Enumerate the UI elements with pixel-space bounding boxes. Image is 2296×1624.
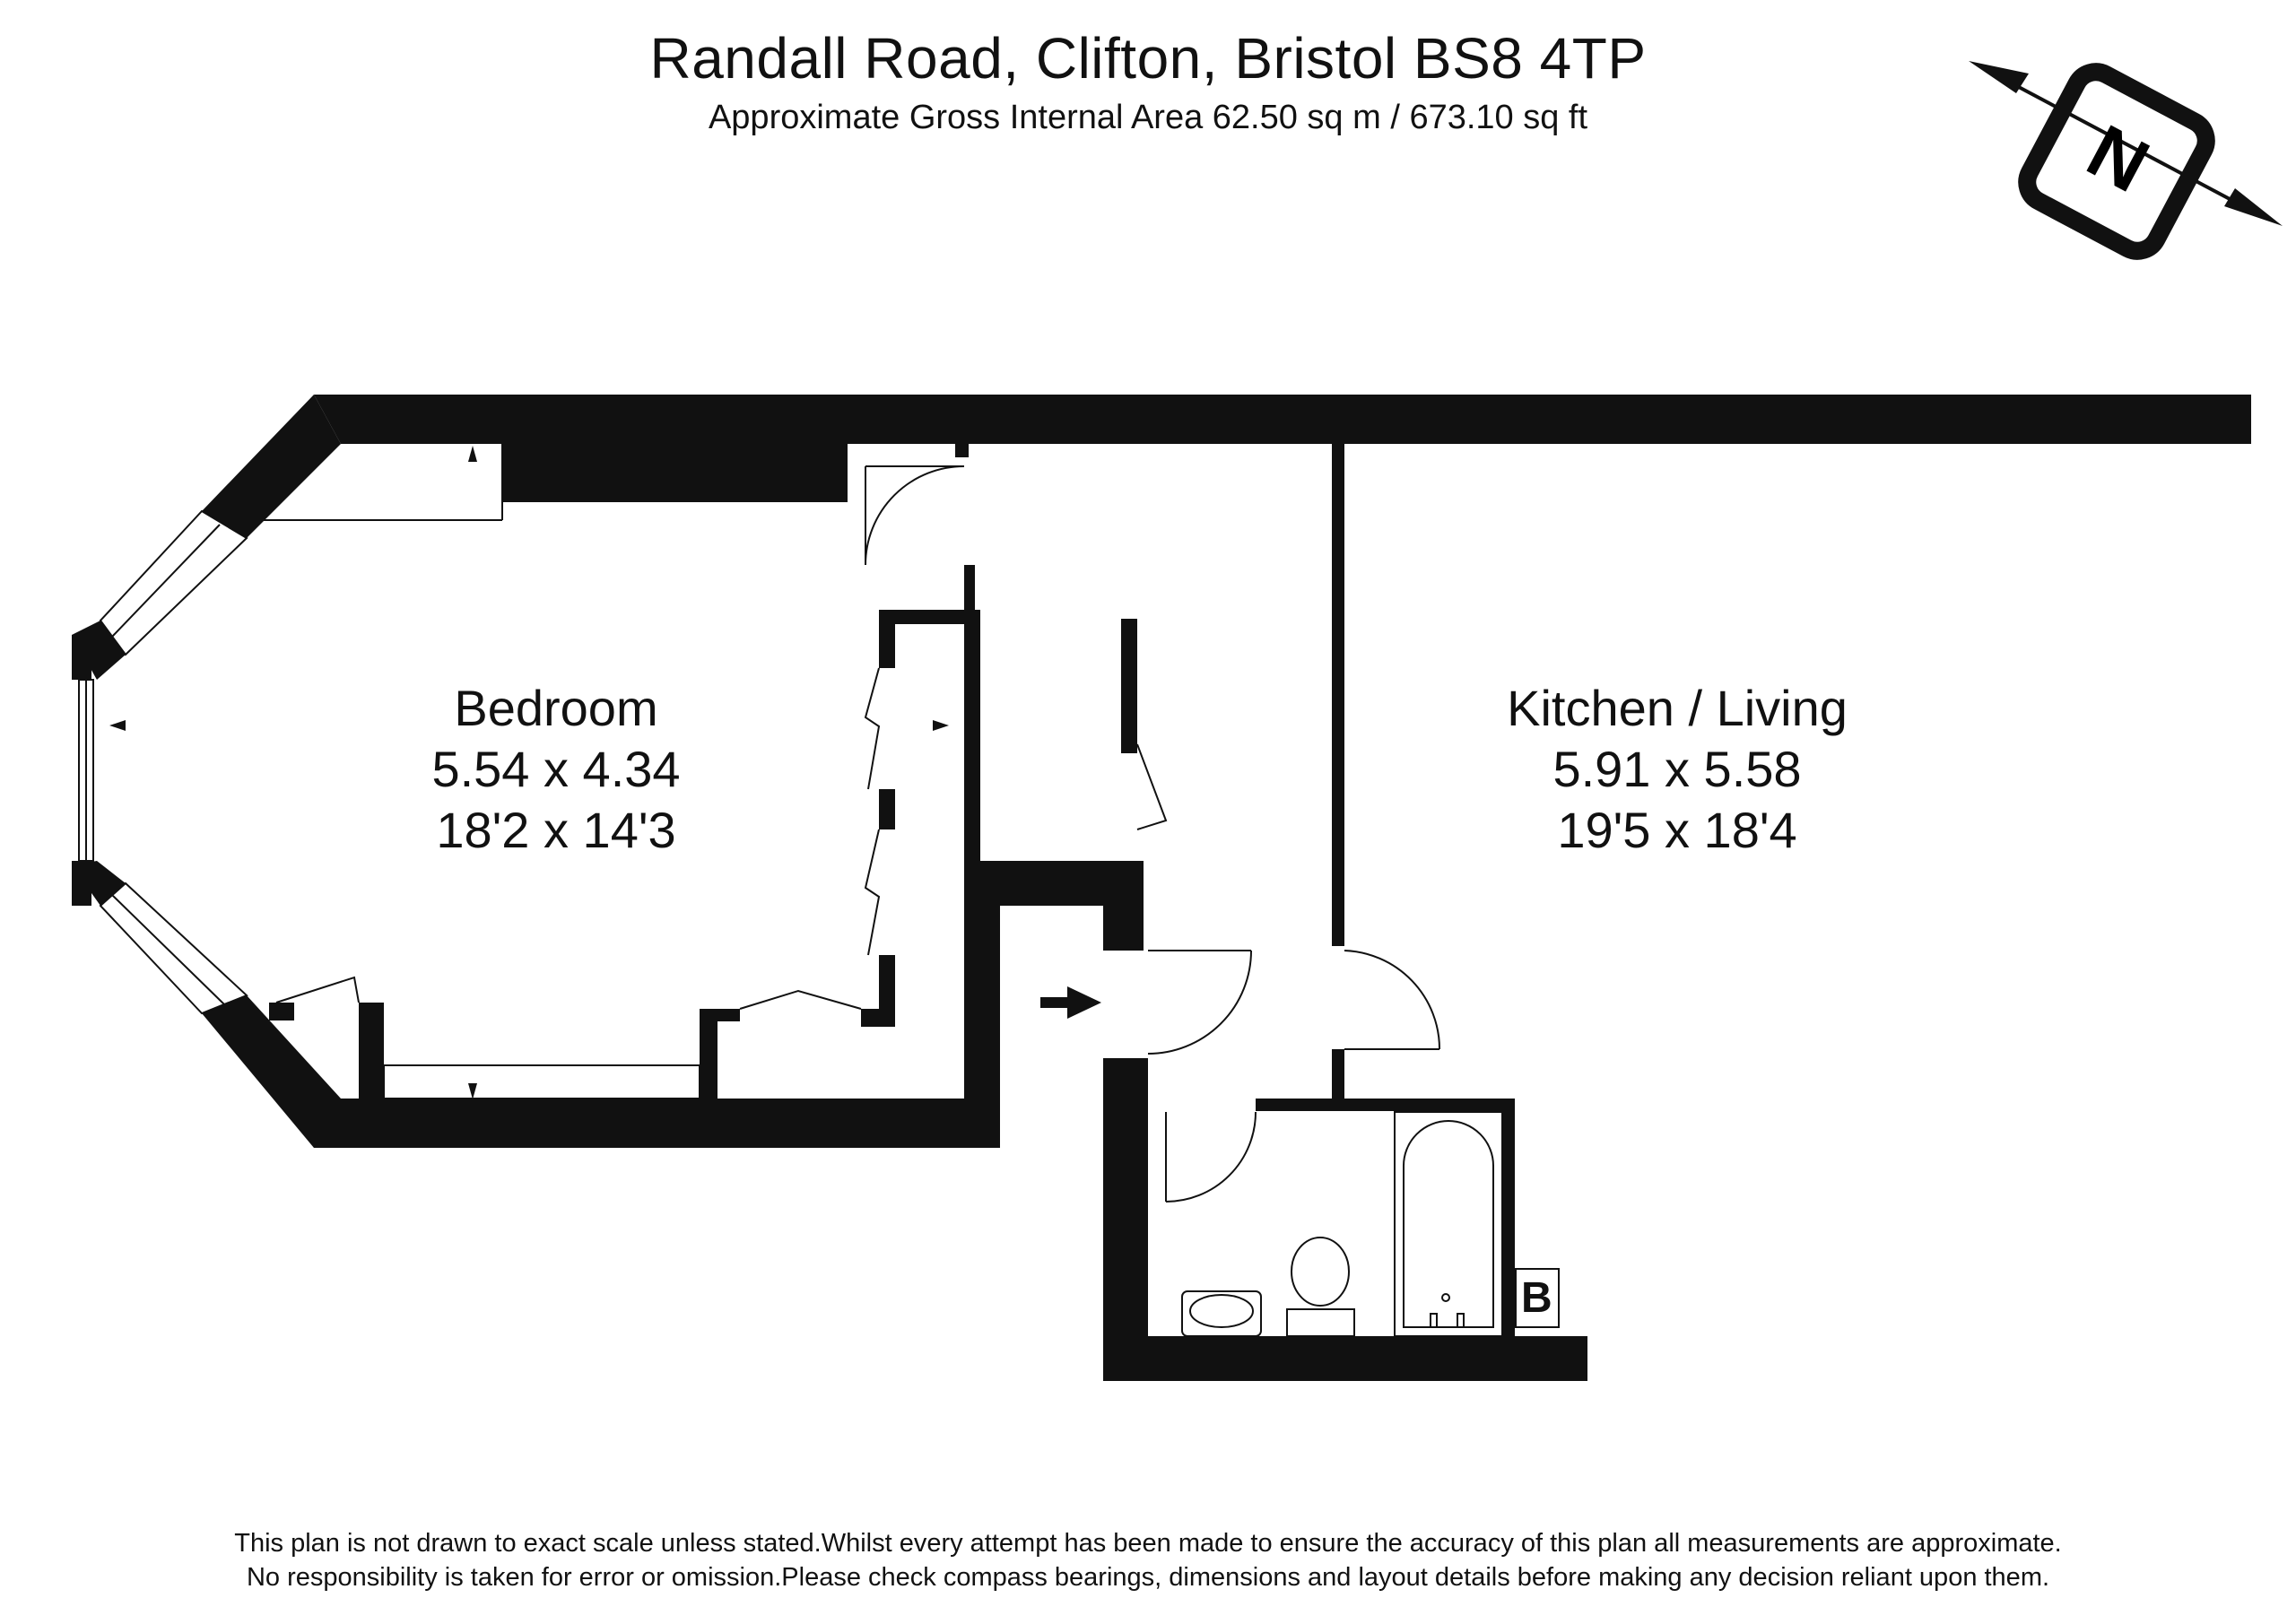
- bedroom-name: Bedroom: [454, 680, 658, 736]
- bedroom-markers: [109, 446, 949, 1099]
- disclaimer-line-2: No responsibility is taken for error or …: [246, 1563, 2050, 1592]
- hallway-walls: [955, 395, 2251, 1381]
- boiler-cupboard: [1515, 1268, 1560, 1328]
- kitchen-living-metric: 5.91 x 5.58: [1552, 741, 1802, 797]
- boiler-label: B: [1521, 1274, 1552, 1322]
- bedroom-imperial: 18'2 x 14'3: [436, 802, 676, 858]
- bedroom-windows: [78, 509, 248, 1015]
- plan-subtitle: Approximate Gross Internal Area 62.50 sq…: [708, 99, 1588, 136]
- hallway-fixtures: [1136, 743, 1440, 1203]
- bedroom-metric: 5.54 x 4.34: [431, 741, 681, 797]
- kitchen-living-imperial: 19'5 x 18'4: [1557, 802, 1797, 858]
- bedroom-fixtures: [247, 444, 965, 1099]
- disclaimer-line-1: This plan is not drawn to exact scale un…: [234, 1529, 2062, 1558]
- compass-icon: N: [1969, 61, 2283, 260]
- kitchen-living-label: Kitchen / Living 5.91 x 5.58 19'5 x 18'4: [1489, 678, 1866, 861]
- bedroom-walls: [72, 395, 978, 1148]
- entrance-arrow-icon: [1040, 986, 1101, 1019]
- bedroom-label: Bedroom 5.54 x 4.34 18'2 x 14'3: [422, 678, 691, 861]
- plan-title: Randall Road, Clifton, Bristol BS8 4TP: [649, 26, 1647, 91]
- bathroom-fixtures: [1181, 1111, 1503, 1337]
- kitchen-living-name: Kitchen / Living: [1507, 680, 1848, 736]
